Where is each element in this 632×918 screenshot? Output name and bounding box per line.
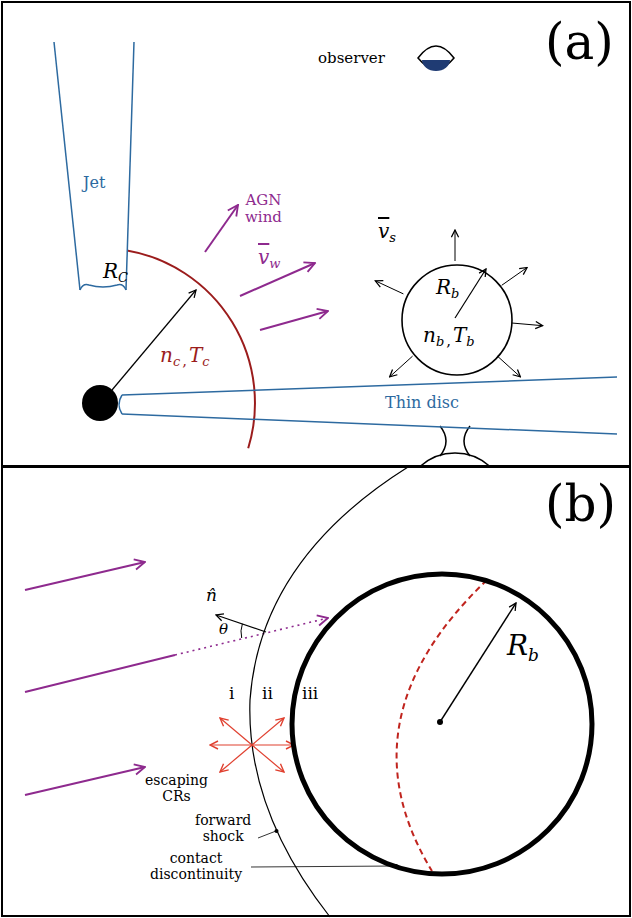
- expansion-arrow: [497, 356, 520, 377]
- jet-shape: Jet: [50, 38, 138, 298]
- leader-line: [258, 831, 276, 838]
- disc-crossing: [440, 426, 446, 456]
- corona-state: nc,Tc: [160, 344, 210, 370]
- panel-label: (a): [545, 14, 614, 72]
- mirror-bubble: [421, 453, 490, 466]
- cr-arrow: [252, 718, 284, 745]
- cr-arrow: [252, 744, 294, 745]
- disc-outline: [114, 374, 622, 438]
- cr-arrow: [252, 745, 284, 772]
- radius-arrow: [440, 603, 516, 722]
- discontinuity-label: contact discontinuity: [150, 850, 242, 882]
- cr-arrow: [210, 744, 252, 745]
- thin-disc: Thin disc: [114, 374, 622, 438]
- bubble: Rb nb,Tb: [400, 263, 514, 377]
- jet-edge: [54, 42, 80, 290]
- radius-arrow: [112, 290, 196, 390]
- bubble-outline: [400, 263, 514, 377]
- region-label: iii: [302, 684, 318, 704]
- disc-label: Thin disc: [385, 394, 459, 412]
- temperature-label: Tc: [189, 344, 210, 370]
- bubble-circle: [292, 574, 592, 874]
- disc-crossing: [464, 426, 470, 456]
- contact-discontinuity: Rb: [289, 571, 595, 877]
- wind-label: AGN wind: [245, 192, 282, 227]
- panel-label: (b): [545, 476, 616, 534]
- panel-a: (a)JetThin discRbnb,Tb: [1, 1, 631, 467]
- angle-arc: [241, 624, 242, 638]
- expansion-arrow: [390, 356, 413, 377]
- bubble-circle: [402, 265, 512, 375]
- expansion-arrow: [455, 230, 456, 261]
- forward-shock: [250, 467, 408, 917]
- density-label: nc: [160, 344, 180, 370]
- radius-label: RC: [103, 260, 128, 286]
- leader-dot: [275, 829, 279, 833]
- cbig-outline: [289, 571, 595, 877]
- radius-label: Rb: [507, 630, 539, 665]
- region-label: ii: [262, 684, 273, 704]
- velocity-label: vs: [378, 220, 396, 246]
- region-label: i: [229, 684, 234, 704]
- disc-edge: [122, 377, 617, 395]
- separator: ,: [446, 333, 451, 350]
- observer-label: observer: [318, 50, 385, 67]
- jet-edge: [126, 42, 134, 290]
- jet-label: Jet: [83, 174, 105, 192]
- separator: ,: [182, 353, 187, 370]
- disc-inner-edge: [119, 395, 122, 414]
- observer-eye: [422, 60, 450, 71]
- expansion-arrow: [512, 323, 543, 326]
- cr-label: escaping CRs: [145, 772, 208, 804]
- expansion-arrow: [375, 281, 403, 294]
- bubble-state: nb,Tb: [423, 324, 475, 350]
- jet-base: [80, 285, 126, 290]
- density-label: nb: [423, 324, 444, 350]
- wind-arrow: [205, 205, 238, 252]
- wind-path: [175, 618, 328, 655]
- cr-arrow: [220, 718, 252, 745]
- radius-label: Rb: [436, 276, 459, 302]
- centre-dot: [437, 719, 443, 725]
- wind-arrow: [260, 311, 328, 330]
- radius-arrow: [455, 269, 486, 318]
- cr-arrow: [220, 745, 252, 772]
- leader-line: [251, 866, 396, 867]
- wind-arrow: [25, 562, 145, 590]
- velocity-label: vw: [258, 246, 280, 272]
- expansion-arrow: [502, 268, 527, 286]
- wind-arrow: [25, 767, 145, 795]
- wind-arrow: [25, 655, 175, 692]
- angle-label: θ: [219, 621, 228, 638]
- black-hole: [82, 385, 118, 421]
- disc-edge: [122, 414, 617, 434]
- dashed-front: [397, 580, 487, 871]
- normal-label: n̂: [206, 586, 217, 606]
- jet-outline: [50, 38, 138, 298]
- temperature-label: Tb: [453, 324, 475, 350]
- shock-label: forward shock: [195, 812, 251, 844]
